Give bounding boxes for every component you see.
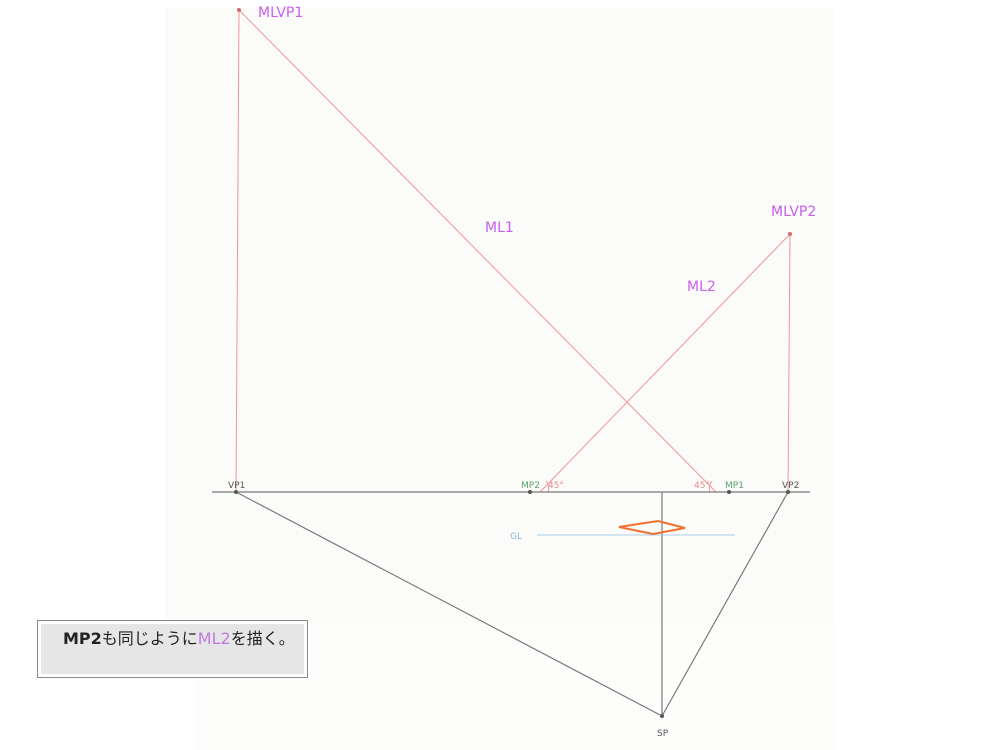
mlvp2-point xyxy=(788,232,792,236)
instruction-caption: MP2も同じようにML2を描く。 xyxy=(37,620,308,678)
mlvp1-vertical-line xyxy=(235,9,240,493)
angle-left-label: 45° xyxy=(548,481,564,491)
gl-label: GL xyxy=(510,532,522,542)
angle-arc-right xyxy=(708,480,713,493)
mp2-point xyxy=(528,490,532,494)
vp2-label: VP2 xyxy=(782,481,799,491)
mlvp1-label: MLVP1 xyxy=(258,5,303,21)
mlvp2-label: MLVP2 xyxy=(771,204,816,220)
mp1-label: MP1 xyxy=(725,481,744,491)
mp2-label: MP2 xyxy=(521,481,540,491)
ml1-line xyxy=(238,9,717,493)
caption-text-1: も同じように xyxy=(101,629,198,648)
angle-arc-left xyxy=(545,480,550,493)
sp-point xyxy=(660,714,664,718)
paper-sheet xyxy=(165,8,834,623)
vp1-label: VP1 xyxy=(228,481,245,491)
angle-right-label: 45° xyxy=(694,481,710,491)
caption-bold-text: MP2 xyxy=(63,629,102,648)
instruction-caption-body: MP2も同じようにML2を描く。 xyxy=(41,624,304,674)
caption-text-2: を描く。 xyxy=(230,629,295,648)
ml2-line xyxy=(539,233,791,493)
ml2-label: ML2 xyxy=(687,279,716,295)
sp-to-vp1-line xyxy=(235,491,663,717)
sp-to-vp2-line xyxy=(661,491,789,717)
plan-square-shape xyxy=(618,519,686,536)
vp2-point xyxy=(786,490,790,494)
mlvp1-point xyxy=(237,8,241,12)
caption-highlight-text: ML2 xyxy=(197,629,231,648)
mlvp2-vertical-line xyxy=(787,233,791,493)
vp1-point xyxy=(234,490,238,494)
ml1-label: ML1 xyxy=(485,220,514,236)
mp1-point xyxy=(727,490,731,494)
sp-label: SP xyxy=(657,729,669,739)
